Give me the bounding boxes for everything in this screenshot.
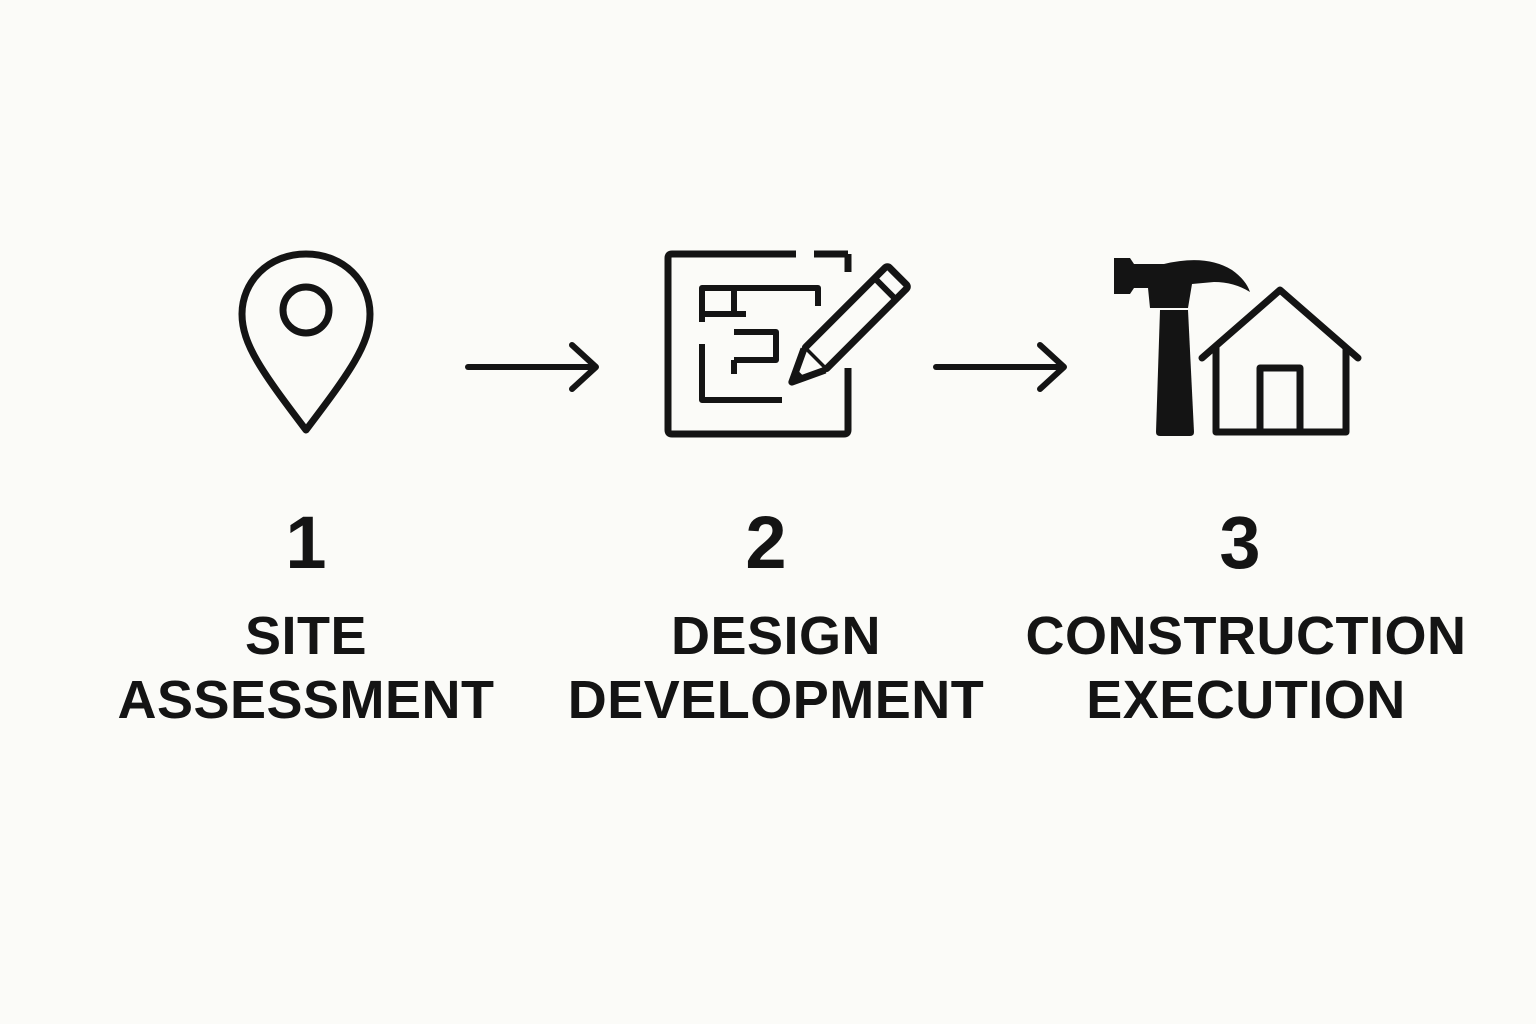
arrow-right-icon: [464, 340, 604, 399]
step-label-line: EXECUTION: [1086, 670, 1406, 730]
step-label: SITE ASSESSMENT: [106, 604, 506, 732]
hammer-house-icon: [1108, 252, 1368, 438]
step-number: 3: [1219, 501, 1261, 584]
map-pin-icon: [236, 248, 376, 438]
step-number: 2: [745, 501, 787, 584]
step-label-line: SITE: [244, 606, 368, 666]
step-label-line: DESIGN: [670, 606, 882, 666]
arrow-right-icon: [932, 340, 1072, 399]
blueprint-pencil-icon: [664, 250, 914, 438]
step-label-line: DEVELOPMENT: [567, 670, 985, 730]
step-label: DESIGN DEVELOPMENT: [556, 604, 996, 732]
step-label-line: ASSESSMENT: [117, 670, 495, 730]
step-label: CONSTRUCTION EXECUTION: [1006, 604, 1486, 732]
step-number: 1: [285, 501, 327, 584]
step-label-line: CONSTRUCTION: [1025, 606, 1467, 666]
